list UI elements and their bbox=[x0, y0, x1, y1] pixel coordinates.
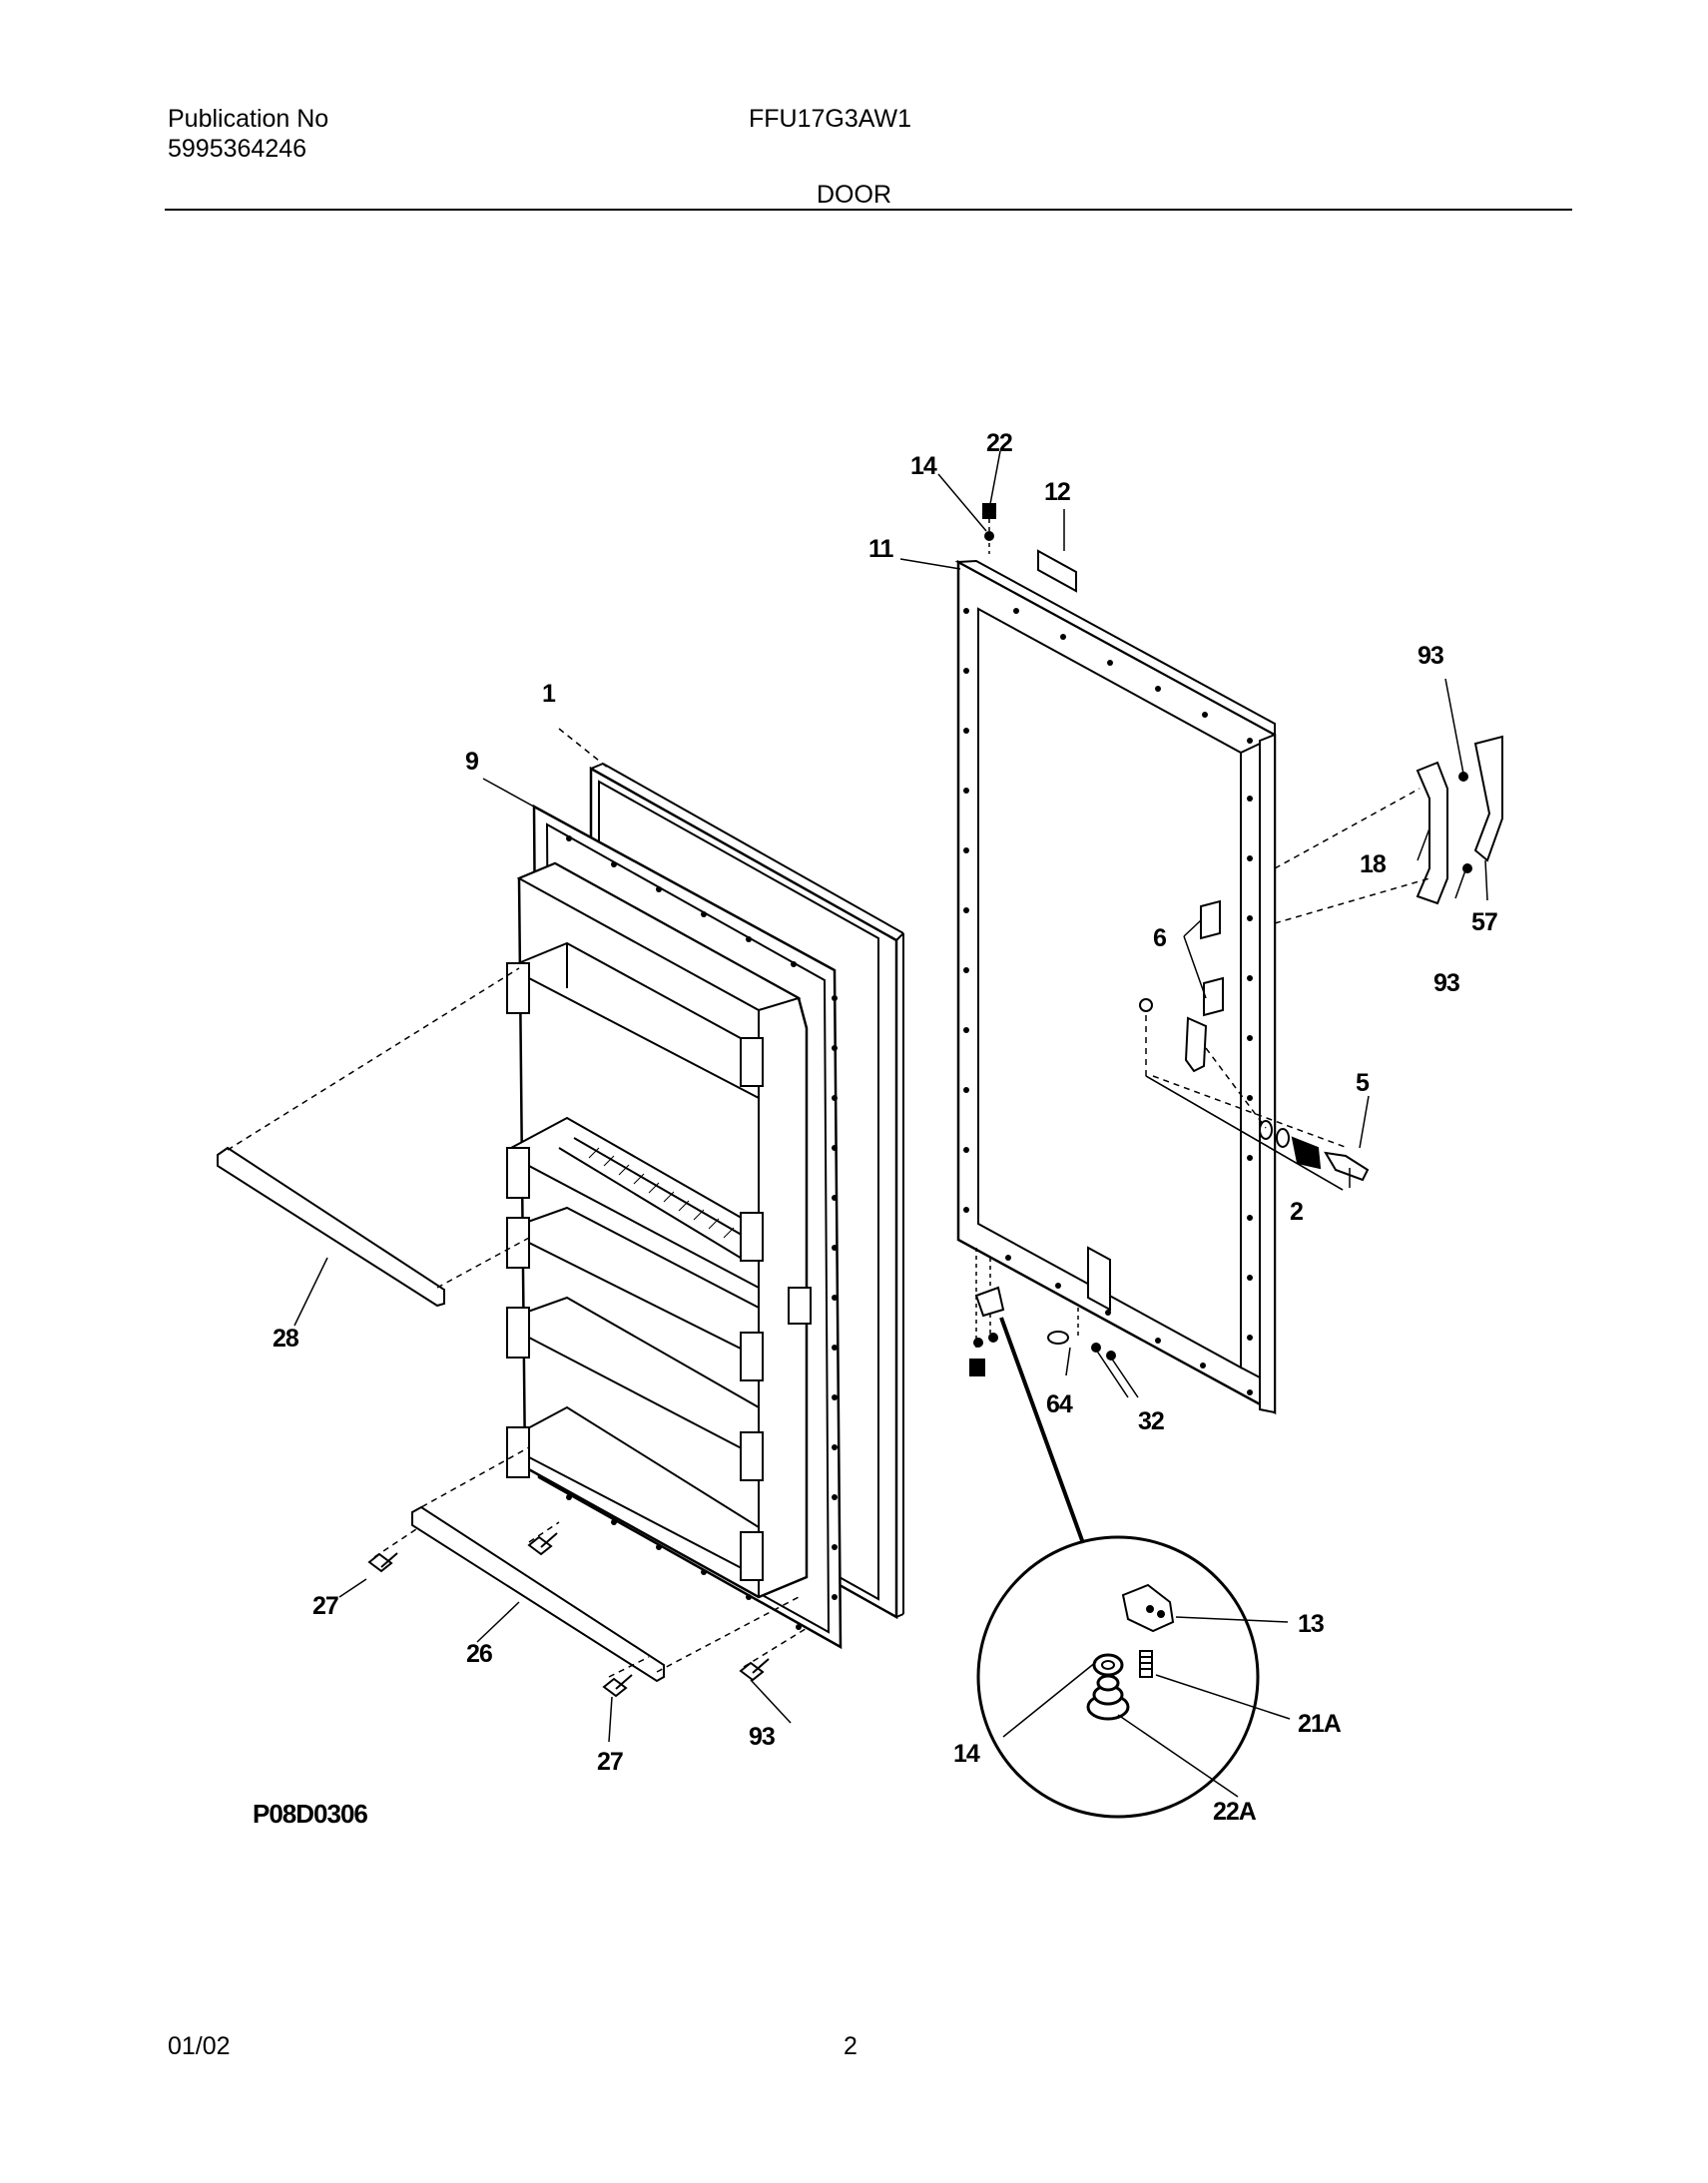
callout-64: 64 bbox=[1046, 1390, 1073, 1418]
page-number: 2 bbox=[844, 2032, 857, 2060]
callout-9: 9 bbox=[465, 748, 478, 776]
callout-12: 12 bbox=[1044, 478, 1070, 506]
callout-93-bottom: 93 bbox=[749, 1723, 775, 1751]
gasket-screw-holes bbox=[566, 835, 838, 1630]
publication-number: 5995364246 bbox=[168, 135, 307, 163]
callout-27-left: 27 bbox=[312, 1592, 338, 1620]
callout-28: 28 bbox=[273, 1325, 299, 1353]
callout-2: 2 bbox=[1290, 1198, 1303, 1226]
lock-assembly bbox=[1259, 1120, 1370, 1182]
callout-21a: 21A bbox=[1298, 1710, 1342, 1738]
callout-11: 11 bbox=[868, 535, 894, 563]
screws bbox=[367, 1532, 770, 1698]
shelf-rail-28 bbox=[217, 1146, 445, 1308]
callout-13: 13 bbox=[1298, 1610, 1324, 1638]
door-shelves bbox=[506, 941, 764, 1581]
header-divider bbox=[165, 209, 1572, 211]
outer-door-panel bbox=[954, 559, 1277, 1415]
callout-14-top: 14 bbox=[910, 452, 937, 480]
diagram-code: P08D0306 bbox=[253, 1799, 368, 1829]
bottom-hinge-parts bbox=[969, 1248, 1116, 1376]
callout-57: 57 bbox=[1471, 908, 1497, 936]
door-handle bbox=[1416, 735, 1503, 905]
callout-22-top: 22 bbox=[986, 429, 1012, 457]
callout-1: 1 bbox=[542, 680, 556, 708]
model-number: FFU17G3AW1 bbox=[749, 105, 912, 133]
publication-label: Publication No bbox=[168, 105, 329, 133]
callout-93-top: 93 bbox=[1418, 642, 1443, 670]
callout-27-bottom: 27 bbox=[597, 1748, 623, 1776]
section-title: DOOR bbox=[817, 181, 891, 209]
callout-14-bottom: 14 bbox=[953, 1740, 980, 1768]
callout-6: 6 bbox=[1153, 924, 1166, 952]
outer-door-screw-holes bbox=[963, 608, 1253, 1395]
top-hinge-screw bbox=[982, 503, 996, 554]
callout-22a: 22A bbox=[1213, 1798, 1257, 1826]
callout-26: 26 bbox=[466, 1640, 492, 1668]
callout-32: 32 bbox=[1138, 1407, 1164, 1435]
shelf-rail-26 bbox=[411, 1505, 665, 1683]
callout-93-mid: 93 bbox=[1433, 969, 1459, 997]
callout-5: 5 bbox=[1356, 1069, 1370, 1097]
magnified-hinge-detail bbox=[976, 1535, 1260, 1819]
callout-18: 18 bbox=[1360, 850, 1387, 878]
footer-date: 01/02 bbox=[168, 2032, 231, 2060]
